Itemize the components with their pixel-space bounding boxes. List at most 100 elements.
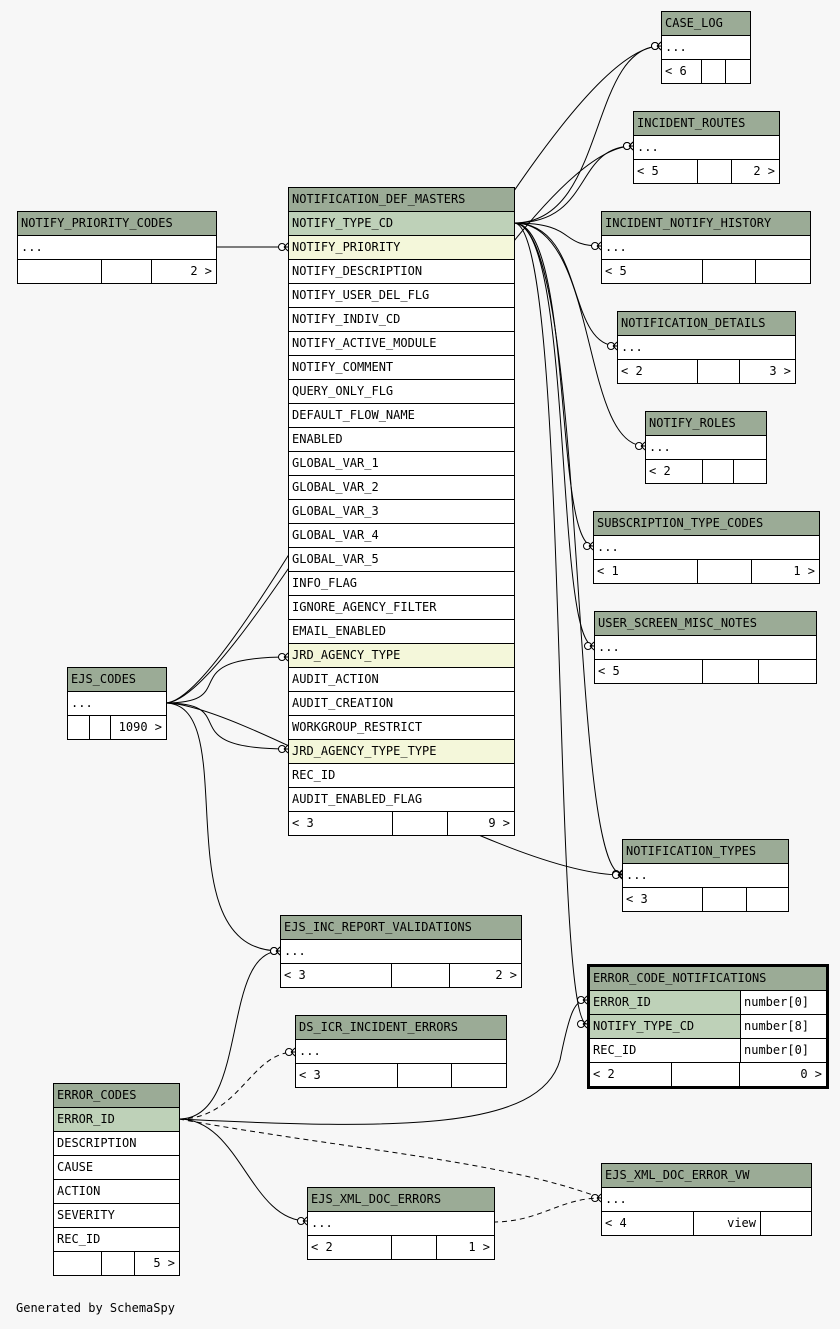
- child-count[interactable]: [734, 460, 766, 483]
- parent-count[interactable]: < 3: [289, 812, 393, 835]
- table-column-row[interactable]: QUERY_ONLY_FLG: [289, 380, 514, 404]
- child-count[interactable]: 2 >: [190, 264, 212, 278]
- table-column-row[interactable]: DESCRIPTION: [54, 1132, 179, 1156]
- table-title[interactable]: NOTIFY_ROLES: [646, 412, 766, 436]
- column-count[interactable]: [392, 964, 450, 987]
- table-column-row[interactable]: NOTIFY_PRIORITY: [289, 236, 514, 260]
- table-title[interactable]: EJS_XML_DOC_ERRORS: [308, 1188, 494, 1212]
- table-title[interactable]: NOTIFICATION_TYPES: [623, 840, 788, 864]
- table-column-row[interactable]: NOTIFY_DESCRIPTION: [289, 260, 514, 284]
- parent-count[interactable]: < 6: [662, 60, 702, 83]
- column-count[interactable]: [102, 1252, 135, 1275]
- child-count[interactable]: [452, 1064, 506, 1087]
- table-column-row[interactable]: ...: [308, 1212, 494, 1236]
- child-count[interactable]: [759, 660, 816, 683]
- table-column-row[interactable]: GLOBAL_VAR_2: [289, 476, 514, 500]
- child-count[interactable]: 3 >: [769, 364, 791, 378]
- table-user-screen-misc-notes[interactable]: USER_SCREEN_MISC_NOTES...< 5: [594, 611, 817, 684]
- column-count[interactable]: [672, 1063, 740, 1086]
- child-count[interactable]: 9 >: [488, 816, 510, 830]
- table-title[interactable]: USER_SCREEN_MISC_NOTES: [595, 612, 816, 636]
- table-ejs-inc-report-validations[interactable]: EJS_INC_REPORT_VALIDATIONS...< 3 2 >: [280, 915, 522, 988]
- table-column-row[interactable]: AUDIT_CREATION: [289, 692, 514, 716]
- table-column-row[interactable]: ENABLED: [289, 428, 514, 452]
- child-count[interactable]: 2 >: [753, 164, 775, 178]
- column-count[interactable]: [698, 160, 732, 183]
- child-count[interactable]: [726, 60, 750, 83]
- table-column-row[interactable]: IGNORE_AGENCY_FILTER: [289, 596, 514, 620]
- column-count[interactable]: [703, 460, 734, 483]
- table-column-row[interactable]: INFO_FLAG: [289, 572, 514, 596]
- table-column-row[interactable]: ACTION: [54, 1180, 179, 1204]
- column-count[interactable]: [102, 260, 152, 283]
- table-column-row[interactable]: ...: [623, 864, 788, 888]
- parent-count[interactable]: < 3: [623, 888, 703, 911]
- table-column-row[interactable]: SEVERITY: [54, 1204, 179, 1228]
- parent-count[interactable]: < 5: [595, 660, 703, 683]
- table-column-row[interactable]: ...: [281, 940, 521, 964]
- child-count[interactable]: [756, 260, 810, 283]
- table-column-row[interactable]: ...: [646, 436, 766, 460]
- table-notify-roles[interactable]: NOTIFY_ROLES...< 2: [645, 411, 767, 484]
- table-column-row[interactable]: ...: [18, 236, 216, 260]
- table-column-row[interactable]: NOTIFY_TYPE_CD: [289, 212, 514, 236]
- table-column-row[interactable]: WORKGROUP_RESTRICT: [289, 716, 514, 740]
- table-title[interactable]: ERROR_CODE_NOTIFICATIONS: [590, 967, 826, 991]
- parent-count[interactable]: < 3: [296, 1064, 398, 1087]
- table-column-row[interactable]: GLOBAL_VAR_5: [289, 548, 514, 572]
- table-notify-priority-codes[interactable]: NOTIFY_PRIORITY_CODES...2 >: [17, 211, 217, 284]
- column-count[interactable]: [702, 60, 726, 83]
- parent-count[interactable]: < 5: [634, 160, 698, 183]
- table-column-row[interactable]: NOTIFY_USER_DEL_FLG: [289, 284, 514, 308]
- table-column-row[interactable]: REC_ID: [289, 764, 514, 788]
- table-ds-icr-incident-errors[interactable]: DS_ICR_INCIDENT_ERRORS...< 3: [295, 1015, 507, 1088]
- column-count[interactable]: [90, 716, 111, 739]
- table-column-row[interactable]: DEFAULT_FLOW_NAME: [289, 404, 514, 428]
- column-count[interactable]: [698, 360, 740, 383]
- child-count[interactable]: 0 >: [800, 1067, 822, 1081]
- table-column-row[interactable]: JRD_AGENCY_TYPE: [289, 644, 514, 668]
- table-column-row[interactable]: GLOBAL_VAR_4: [289, 524, 514, 548]
- table-title[interactable]: EJS_CODES: [68, 668, 166, 692]
- parent-count[interactable]: < 4: [602, 1212, 694, 1235]
- table-column-row[interactable]: JRD_AGENCY_TYPE_TYPE: [289, 740, 514, 764]
- table-case-log[interactable]: CASE_LOG...< 6: [661, 11, 751, 84]
- table-column-row[interactable]: ...: [602, 236, 810, 260]
- parent-count[interactable]: [18, 260, 102, 283]
- column-count[interactable]: [698, 560, 752, 583]
- table-title[interactable]: INCIDENT_NOTIFY_HISTORY: [602, 212, 810, 236]
- child-count[interactable]: 2 >: [495, 968, 517, 982]
- table-column-row[interactable]: NOTIFY_ACTIVE_MODULE: [289, 332, 514, 356]
- child-count[interactable]: 5 >: [153, 1256, 175, 1270]
- table-column-row[interactable]: NOTIFY_COMMENT: [289, 356, 514, 380]
- column-count[interactable]: [703, 888, 747, 911]
- child-count[interactable]: 1 >: [468, 1240, 490, 1254]
- child-count[interactable]: [747, 888, 788, 911]
- parent-count[interactable]: < 3: [281, 964, 392, 987]
- table-column-row[interactable]: EMAIL_ENABLED: [289, 620, 514, 644]
- table-column-row[interactable]: ...: [296, 1040, 506, 1064]
- column-count[interactable]: view: [694, 1212, 761, 1235]
- child-count[interactable]: 1090 >: [118, 720, 162, 734]
- table-column-row[interactable]: NOTIFY_INDIV_CD: [289, 308, 514, 332]
- table-column-row[interactable]: ...: [595, 636, 816, 660]
- table-column-row[interactable]: ...: [618, 336, 795, 360]
- table-column-row[interactable]: GLOBAL_VAR_3: [289, 500, 514, 524]
- column-count[interactable]: [703, 260, 756, 283]
- table-column-row[interactable]: GLOBAL_VAR_1: [289, 452, 514, 476]
- parent-count[interactable]: [68, 716, 90, 739]
- table-column-row[interactable]: AUDIT_ACTION: [289, 668, 514, 692]
- table-column-row[interactable]: ...: [662, 36, 750, 60]
- table-title[interactable]: DS_ICR_INCIDENT_ERRORS: [296, 1016, 506, 1040]
- parent-count[interactable]: [54, 1252, 102, 1275]
- child-count[interactable]: 1 >: [793, 564, 815, 578]
- column-count[interactable]: [392, 1236, 437, 1259]
- table-title[interactable]: EJS_INC_REPORT_VALIDATIONS: [281, 916, 521, 940]
- parent-count[interactable]: < 2: [646, 460, 703, 483]
- table-ejs-codes[interactable]: EJS_CODES...1090 >: [67, 667, 167, 740]
- parent-count[interactable]: < 2: [590, 1063, 672, 1086]
